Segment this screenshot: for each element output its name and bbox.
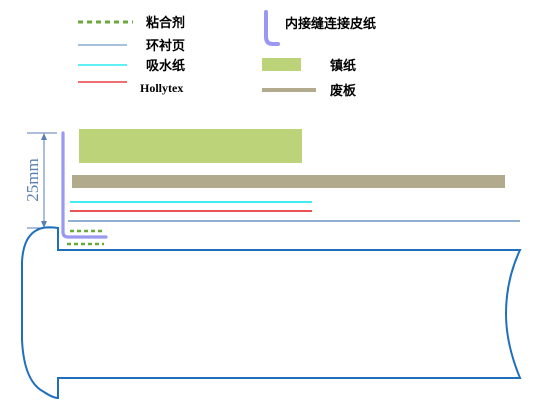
dimension-arrow-bottom [41,221,47,228]
dimension-label: 25mm [23,158,42,201]
weight-block [79,129,302,163]
legend-weight-swatch [262,58,301,71]
dimension-arrow-top [41,133,47,140]
hinge-paper [61,131,108,239]
legend-hinge-label: 内接缝连接皮纸 [285,16,376,32]
legend-adhesive-label: 粘合剂 [145,15,185,31]
legend-weight-label: 镇纸 [330,58,356,74]
waste-board [72,175,505,188]
legend-hollytex-label: Hollytex [140,81,183,95]
spine-outline [21,226,522,400]
legend-liner-label: 环衬页 [146,38,185,54]
legend-board-label: 废板 [330,83,357,99]
legend-hinge-swatch [264,10,280,46]
legend-absorbent-label: 吸水纸 [146,58,185,74]
layer-stack [61,129,520,246]
dimension-marker: 25mm [23,132,57,229]
legend: 粘合剂 环衬页 吸水纸 Hollytex 内接缝连接皮纸 镇纸 废板 [78,10,376,99]
